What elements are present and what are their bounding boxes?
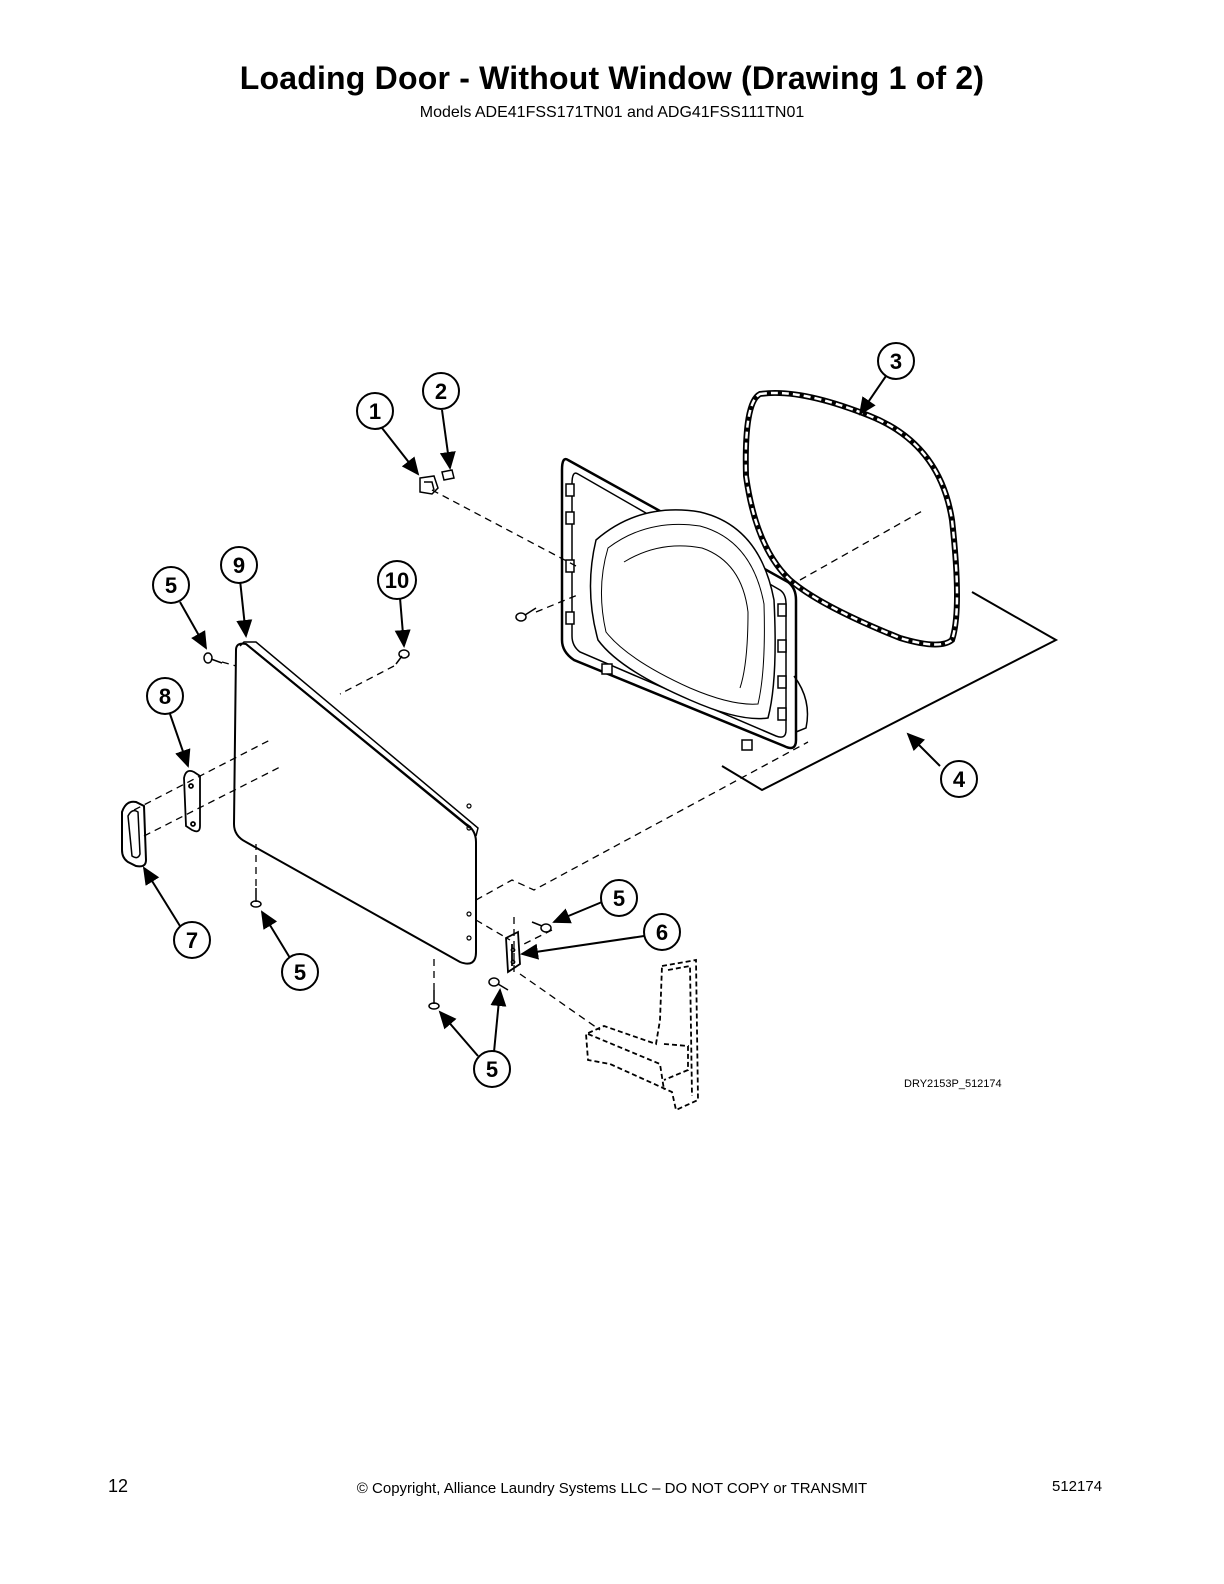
screw-top-right (395, 649, 410, 665)
door-handle (121, 800, 148, 868)
screw-bottom-mid (428, 990, 440, 1010)
callout-2: 2 (422, 372, 460, 410)
callout-2-label: 2 (435, 379, 447, 404)
callout-5b: 5 (281, 953, 319, 991)
callout-5c-label: 5 (613, 886, 625, 911)
callout-1-label: 1 (369, 399, 381, 424)
door-outer-panel (232, 641, 479, 965)
handle-plate (183, 769, 201, 833)
leader-arrows (142, 375, 941, 1057)
callout-5a: 5 (152, 566, 190, 604)
callout-10: 10 (377, 560, 417, 600)
document-number: 512174 (1052, 1478, 1103, 1495)
callout-1: 1 (356, 392, 394, 430)
screw-liner (515, 607, 537, 622)
callout-7-label: 7 (186, 928, 198, 953)
callout-5d: 5 (473, 1050, 511, 1088)
callout-5a-label: 5 (165, 573, 177, 598)
callout-9: 9 (220, 546, 258, 584)
callout-9-label: 9 (233, 553, 245, 578)
door-inner-liner (560, 457, 798, 750)
page-title: Loading Door - Without Window (Drawing 1… (239, 60, 985, 96)
door-panel-holes (466, 803, 472, 941)
cabinet-fragment (585, 958, 699, 1112)
strike-spacer (441, 469, 455, 481)
callout-8: 8 (146, 677, 184, 715)
callout-5c: 5 (600, 879, 638, 917)
hinge (505, 930, 521, 974)
callout-5d-label: 5 (486, 1057, 498, 1082)
liner-tabs (565, 483, 809, 751)
page-number: 12 (108, 1476, 129, 1496)
drawing-id: DRY2153P_512174 (904, 1078, 1002, 1090)
callout-4: 4 (940, 760, 978, 798)
callout-6-label: 6 (656, 920, 668, 945)
callout-5b-label: 5 (294, 960, 306, 985)
screw-hinge-lower (488, 977, 509, 991)
door-gasket (742, 389, 960, 648)
assembly-lines (133, 489, 925, 1031)
callout-4-label: 4 (953, 767, 966, 792)
callout-10-label: 10 (385, 568, 409, 593)
callout-3: 3 (877, 342, 915, 380)
screw-top-left (203, 652, 223, 664)
screw-hinge-upper (531, 921, 552, 933)
copyright-notice: © Copyright, Alliance Laundry Systems LL… (356, 1480, 868, 1497)
callout-6: 6 (643, 913, 681, 951)
callout-3-label: 3 (890, 349, 902, 374)
page-subtitle: Models ADE41FSS171TN01 and ADG41FSS111TN… (419, 104, 805, 121)
callout-7: 7 (173, 921, 211, 959)
screw-bottom-left (250, 888, 262, 908)
callout-8-label: 8 (159, 684, 171, 709)
